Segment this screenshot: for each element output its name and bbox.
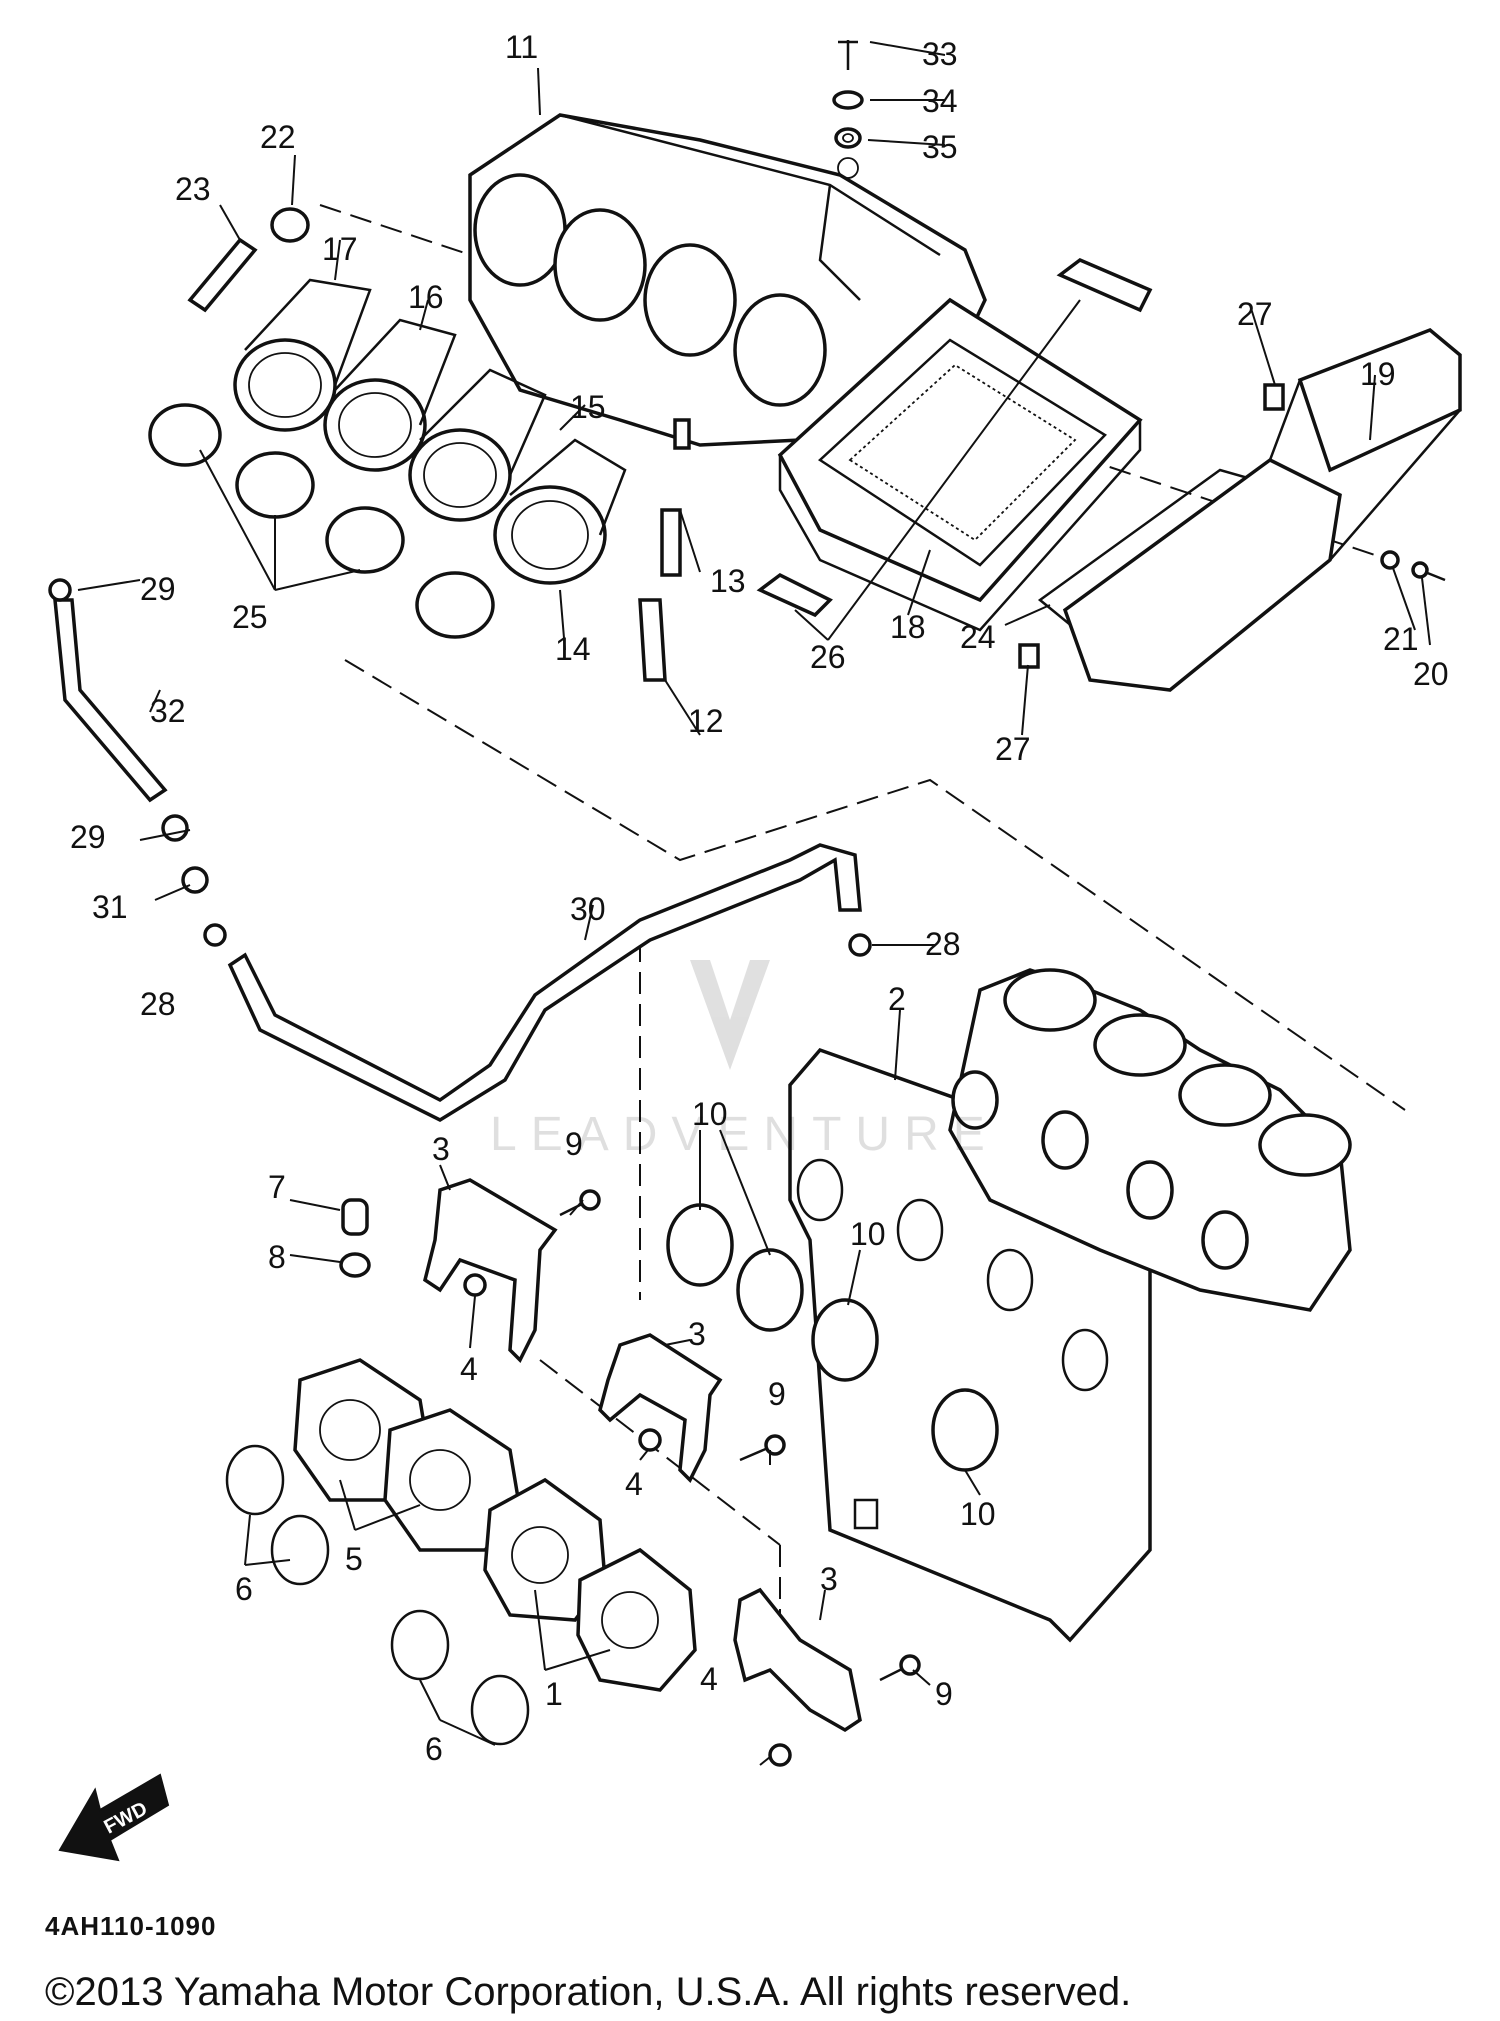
callout-33: 33 [922,36,958,72]
callout-14: 14 [555,631,591,667]
callout-9b: 9 [768,1376,786,1412]
filter-cap[interactable] [1037,327,1462,692]
watermark-text: LEADVENTURE [490,1108,999,1161]
crankcase-hoses[interactable] [48,578,872,1123]
fwd-arrow-icon: FWD [58,1773,170,1862]
callout-21: 21 [1383,621,1419,657]
callout-27b: 27 [995,731,1031,767]
leader-lines [77,41,1431,1766]
callout-9a: 9 [565,1126,583,1162]
callout-5: 5 [345,1541,363,1577]
callout-9c: 9 [935,1676,953,1712]
callout-20: 20 [1413,656,1449,692]
callout-25: 25 [232,599,268,635]
small-hardware[interactable] [339,1189,921,1767]
callout-32: 32 [150,693,186,729]
callout-6a: 6 [235,1571,253,1607]
filter-element[interactable] [777,297,1143,632]
carb-clamps[interactable] [666,1203,999,1472]
callout-2: 2 [888,981,906,1017]
callout-31: 31 [92,889,128,925]
callout-10b: 10 [850,1216,886,1252]
callout-23: 23 [175,171,211,207]
callout-12: 12 [688,703,724,739]
pads[interactable] [756,257,1153,618]
callout-15: 15 [570,389,606,425]
callout-27a: 27 [1237,296,1273,332]
o-rings[interactable] [225,1444,530,1746]
callout-10a: 10 [692,1096,728,1132]
copyright-notice: ©2013 Yamaha Motor Corporation, U.S.A. A… [45,1970,1131,2014]
callout-6b: 6 [425,1731,443,1767]
callout-3b: 3 [688,1316,706,1352]
callout-17: 17 [322,231,358,267]
callout-30: 30 [570,891,606,927]
callout-28a: 28 [140,986,176,1022]
hose-clamps[interactable] [148,403,495,639]
callout-29a: 29 [140,571,176,607]
callout-16: 16 [408,279,444,315]
intake-joints[interactable] [233,278,627,585]
carb-joints[interactable] [293,1358,697,1692]
breather-hose[interactable] [638,418,691,682]
callout-3c: 3 [820,1561,838,1597]
air-filter-case[interactable] [468,113,987,447]
callout-3a: 3 [432,1131,450,1167]
callout-26: 26 [810,639,846,675]
callout-19: 19 [1360,356,1396,392]
plug-hose[interactable] [187,207,310,313]
callout-24: 24 [960,619,996,655]
screw-washer[interactable] [1380,550,1446,582]
callout-4b: 4 [625,1466,643,1502]
callout-11: 11 [505,29,538,65]
carburetors[interactable] [948,968,1352,1312]
callout-29b: 29 [70,819,106,855]
top-bolt-set[interactable] [832,40,864,149]
callout-4c: 4 [700,1661,718,1697]
callout-4a: 4 [460,1351,478,1387]
watermark-logo: LEADVENTURE [490,960,999,1161]
brackets[interactable] [423,1178,862,1733]
callout-7: 7 [268,1169,286,1205]
callouts: 11 33 34 35 22 23 17 16 15 13 14 12 18 2… [70,29,1449,1767]
callout-13: 13 [710,563,746,599]
callout-1: 1 [545,1676,563,1712]
callout-22: 22 [260,119,296,155]
callout-35: 35 [922,129,958,165]
callout-18: 18 [890,609,926,645]
callout-10c: 10 [960,1496,996,1532]
diagram-code: 4AH110-1090 [45,1911,216,1941]
callout-8: 8 [268,1239,286,1275]
callout-28b: 28 [925,926,961,962]
callout-34: 34 [922,83,958,119]
